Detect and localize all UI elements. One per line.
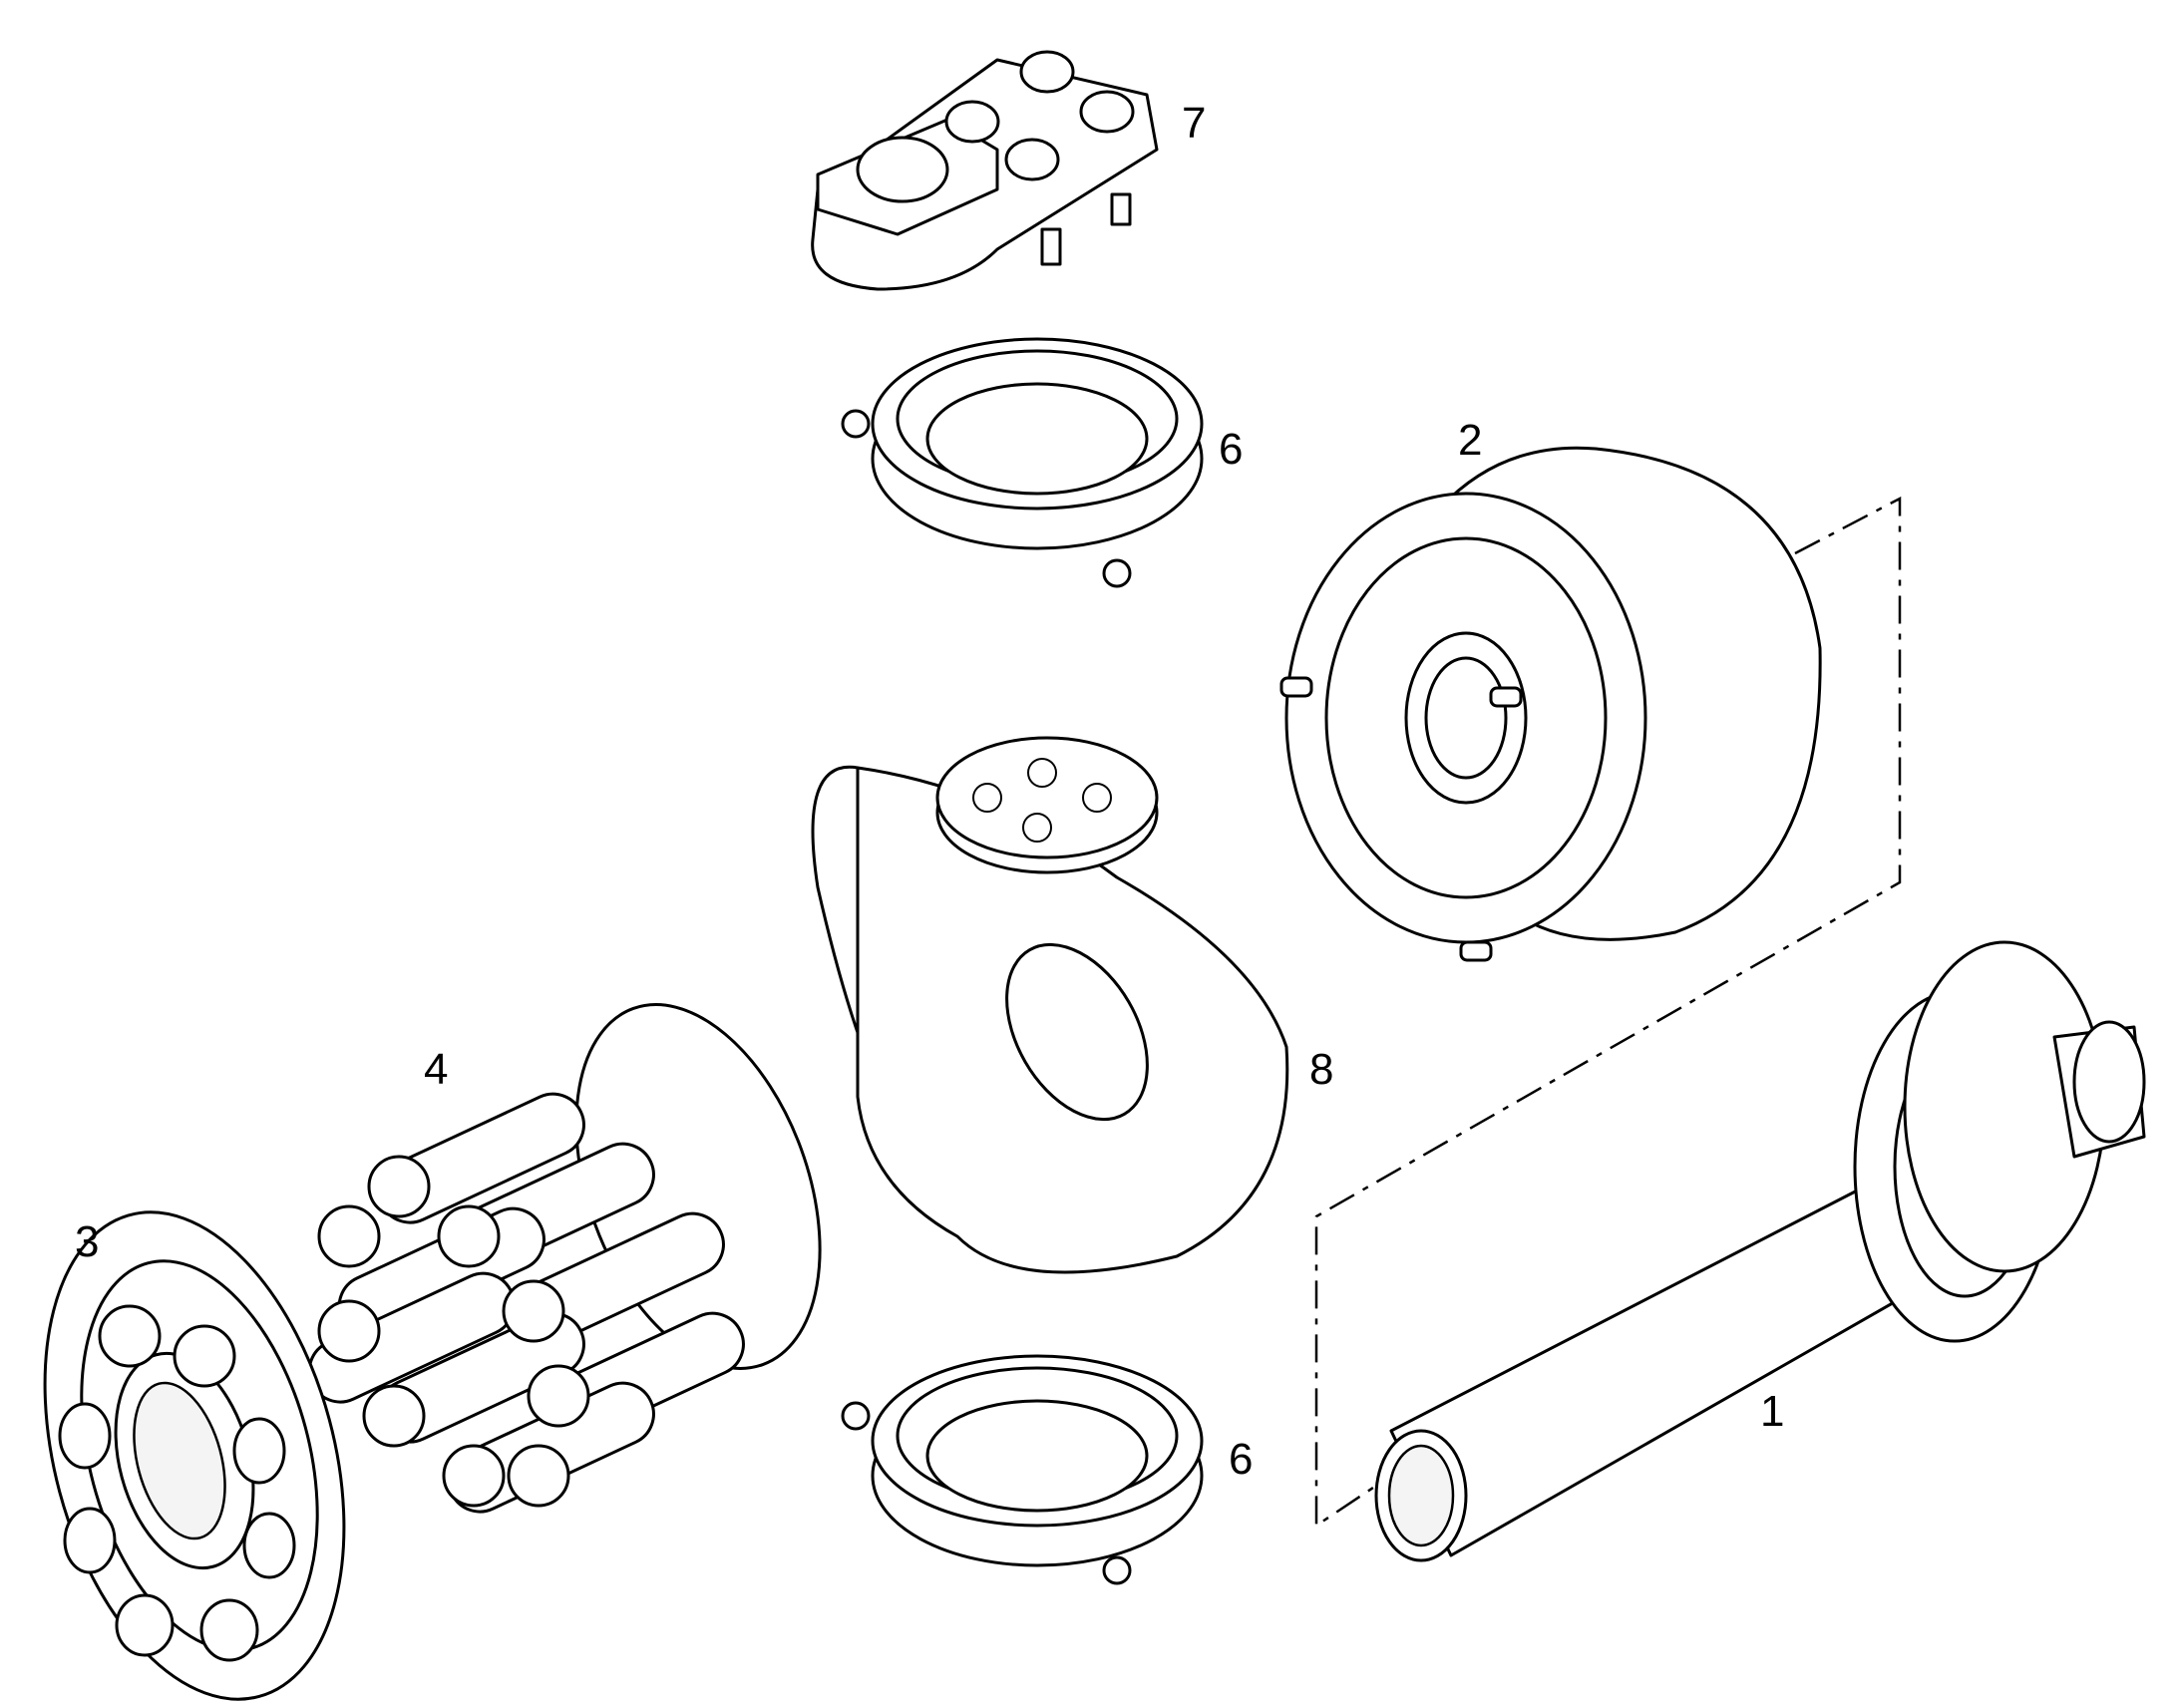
part-6-lower-bearing [841, 1354, 1204, 1585]
part-4-pistons [307, 1003, 822, 1514]
callout-part-4: 4 [424, 1045, 448, 1094]
part-8-swash-plate [811, 736, 1289, 1274]
part-2-housing [1279, 446, 1822, 962]
callout-part-6-upper: 6 [1219, 425, 1243, 474]
part-3-barrel-face [43, 1210, 346, 1701]
callout-part-7: 7 [1182, 99, 1206, 148]
callout-part-6-lower: 6 [1229, 1435, 1253, 1484]
part-7-valve-block [811, 50, 1159, 291]
part-1-drive-shaft [1374, 940, 2146, 1562]
callout-part-8: 8 [1309, 1045, 1333, 1094]
callout-part-2: 2 [1458, 416, 1482, 465]
assembly-guide-line [1314, 496, 1902, 1529]
callout-part-1: 1 [1760, 1387, 1784, 1436]
callout-part-3: 3 [75, 1217, 99, 1266]
part-6-upper-bearing [841, 337, 1204, 588]
